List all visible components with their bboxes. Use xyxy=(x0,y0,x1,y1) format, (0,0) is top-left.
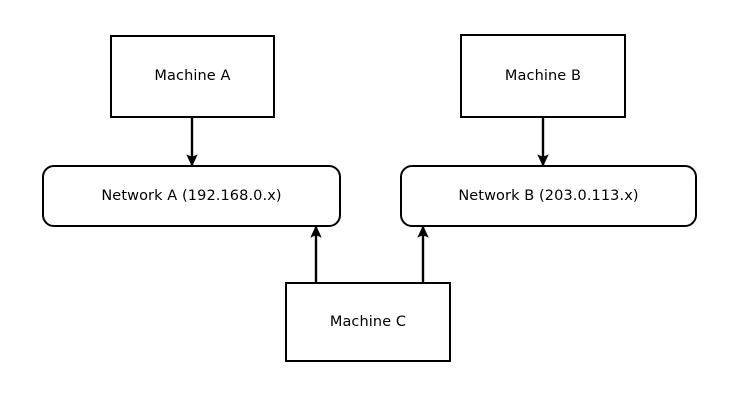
node-network-b-label: Network B (203.0.113.x) xyxy=(458,187,639,204)
node-machine-c[interactable]: Machine C xyxy=(285,282,451,362)
node-machine-b-label: Machine B xyxy=(504,67,582,84)
node-machine-b[interactable]: Machine B xyxy=(460,34,626,118)
node-machine-a[interactable]: Machine A xyxy=(110,35,275,118)
node-machine-a-label: Machine A xyxy=(154,68,231,85)
node-network-a[interactable]: Network A (192.168.0.x) xyxy=(42,165,341,227)
node-network-a-label: Network A (192.168.0.x) xyxy=(101,187,282,204)
node-machine-c-label: Machine C xyxy=(329,313,407,330)
node-network-b[interactable]: Network B (203.0.113.x) xyxy=(400,165,697,227)
